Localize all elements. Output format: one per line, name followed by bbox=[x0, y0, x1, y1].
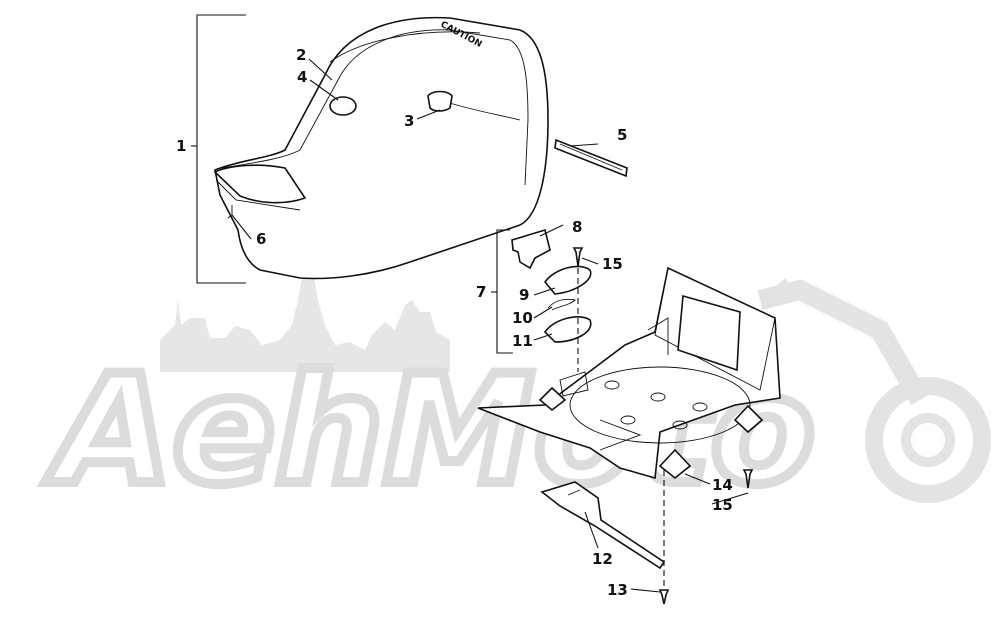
base-plate-recess bbox=[569, 366, 751, 444]
callout-1: 1 bbox=[176, 137, 186, 155]
watermark-motorcycle bbox=[757, 278, 991, 503]
latch-spring bbox=[547, 298, 576, 311]
callout-12: 12 bbox=[592, 550, 613, 568]
seat-handle bbox=[427, 90, 453, 112]
callout-3: 3 bbox=[404, 112, 414, 130]
callout-8: 8 bbox=[572, 218, 582, 236]
seat-badge bbox=[329, 96, 357, 116]
callout-13: 13 bbox=[607, 581, 628, 599]
callout-10: 10 bbox=[512, 309, 533, 327]
callout-15a: 15 bbox=[602, 255, 623, 273]
latch-base bbox=[543, 316, 592, 343]
base-plate bbox=[477, 266, 781, 480]
callout-6: 6 bbox=[256, 230, 266, 248]
callout-7: 7 bbox=[476, 283, 486, 301]
latch-assembly bbox=[511, 228, 592, 343]
seat-body bbox=[214, 16, 549, 280]
base-plate-window bbox=[677, 294, 741, 372]
screw-top bbox=[572, 247, 584, 267]
callout-9: 9 bbox=[519, 286, 529, 304]
callout-5: 5 bbox=[617, 126, 627, 144]
leader-lines bbox=[191, 14, 749, 593]
seat-assembly: CAUTION bbox=[213, 16, 549, 280]
latch-plate bbox=[543, 265, 592, 295]
rubber-mounts bbox=[538, 386, 764, 480]
callout-2: 2 bbox=[296, 46, 306, 64]
callout-14: 14 bbox=[712, 476, 733, 494]
callout-15b: 15 bbox=[712, 496, 733, 514]
callouts: 1 2 3 4 5 6 7 8 9 10 11 12 13 14 15 15 bbox=[176, 46, 733, 599]
screw-bottom bbox=[658, 589, 670, 605]
callout-4: 4 bbox=[297, 68, 307, 86]
strap bbox=[554, 138, 628, 178]
watermark-skyline bbox=[160, 195, 450, 372]
callout-11: 11 bbox=[512, 332, 533, 350]
screw-right bbox=[742, 469, 754, 489]
latch-handle bbox=[511, 228, 551, 270]
seat-front-tip bbox=[213, 164, 307, 204]
